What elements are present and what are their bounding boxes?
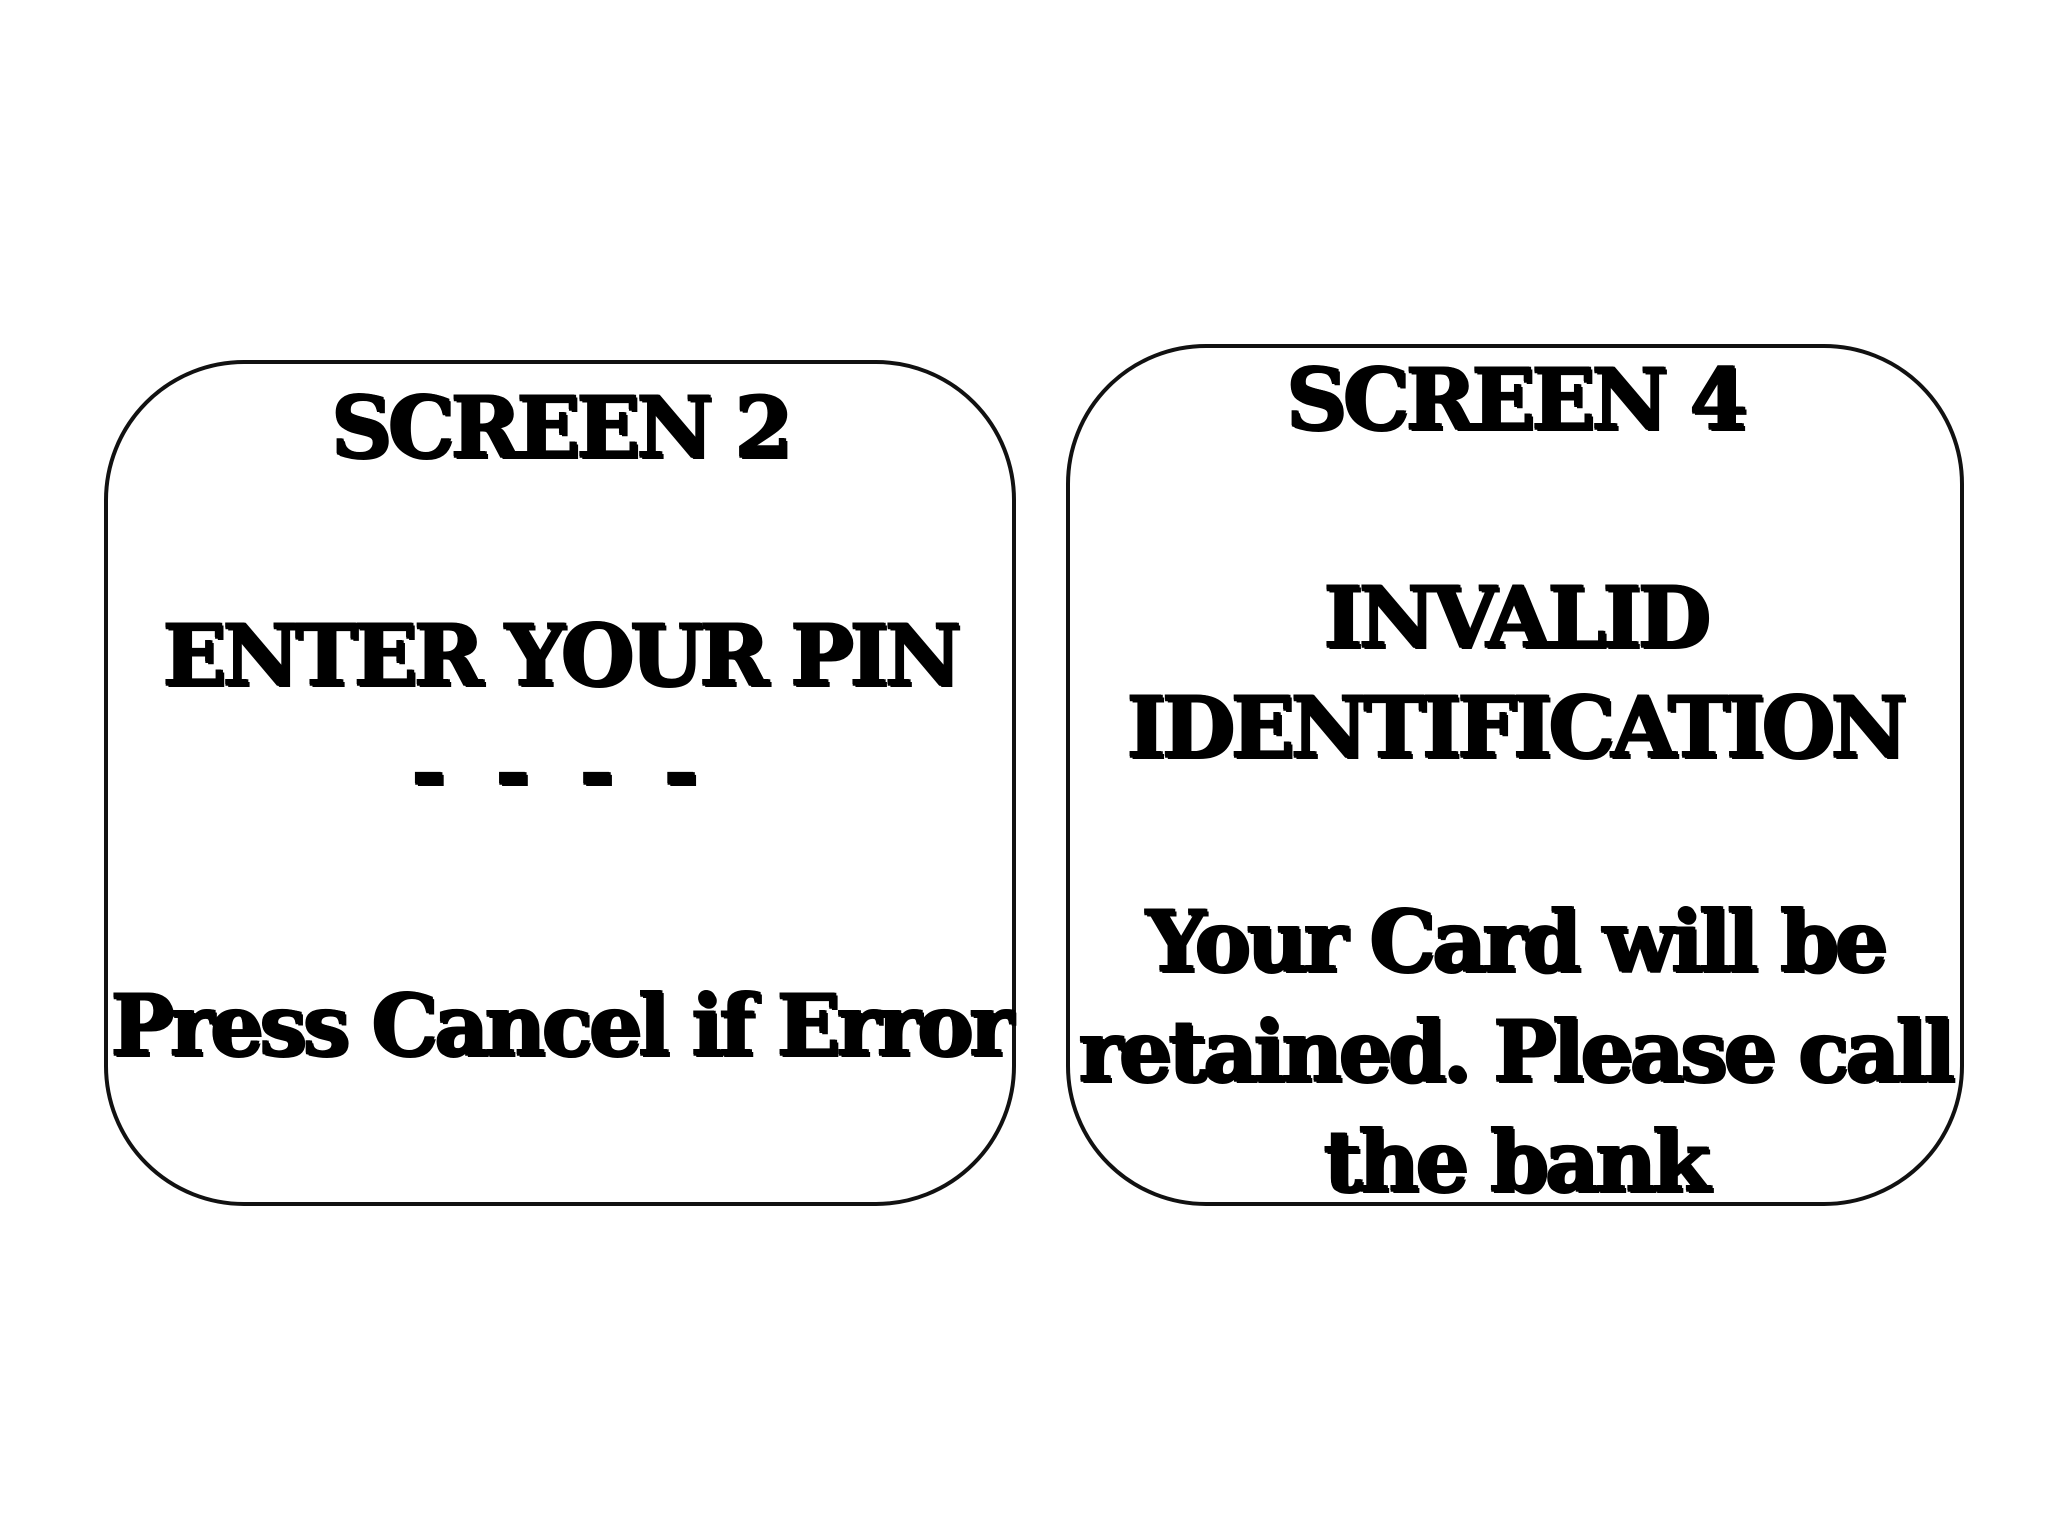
message-line: Your Card will be — [1145, 892, 1889, 991]
status-line: INVALID — [1323, 568, 1712, 667]
screen-2-card: SCREEN 2 ENTER YOUR PIN - - - - Press Ca… — [104, 360, 1016, 1206]
message-line: retained. Please call — [1078, 1002, 1956, 1101]
status-line: IDENTIFICATION — [1126, 678, 1908, 777]
cancel-hint: Press Cancel if Error — [110, 976, 1014, 1075]
screen-4-card: SCREEN 4 INVALID IDENTIFICATION Your Car… — [1066, 344, 1964, 1206]
pin-entry-field[interactable]: - - - - — [411, 722, 709, 821]
message-line: the bank — [1323, 1112, 1712, 1211]
screen-title: SCREEN 4 — [1285, 350, 1748, 449]
screen-title: SCREEN 2 — [330, 378, 793, 477]
pin-prompt: ENTER YOUR PIN — [162, 606, 963, 705]
